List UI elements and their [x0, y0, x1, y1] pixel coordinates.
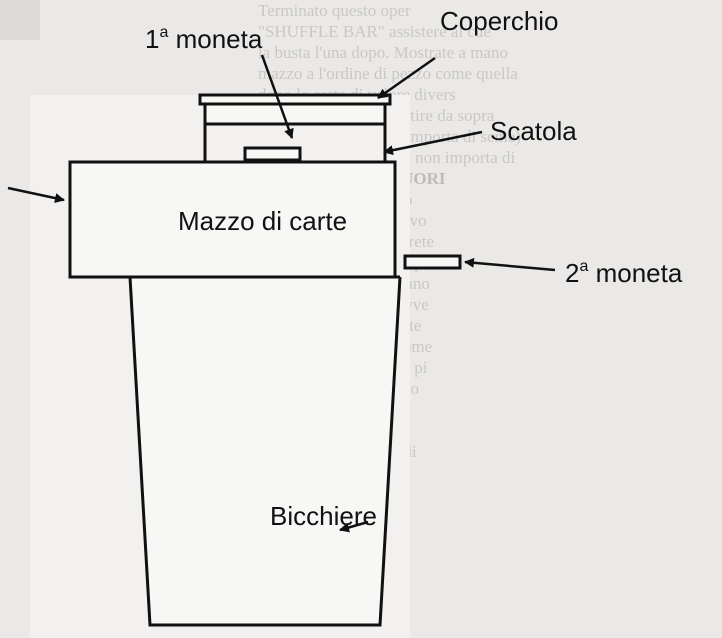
label-box: Scatola	[490, 116, 577, 146]
arrow-deck	[7, 186, 65, 204]
arrow-lid	[377, 56, 436, 100]
background-shade	[0, 0, 40, 40]
background-line: la busta l'una dopo. Mostrate a mano	[258, 43, 508, 62]
second-coin	[403, 254, 462, 270]
arrow-glass	[339, 520, 369, 533]
label-first-coin: 1a moneta	[145, 24, 263, 54]
background-line: "SHUFFLE BAR" assistere al cue	[258, 22, 491, 41]
box-walls	[203, 124, 387, 162]
background-line: Terminato questo oper	[258, 1, 411, 20]
first-coin	[243, 146, 302, 162]
lid	[203, 102, 387, 126]
label-second-coin: 2a moneta	[565, 258, 683, 288]
label-deck: Mazzo di carte	[178, 206, 347, 236]
arrow-second-coin	[464, 257, 556, 272]
arrow-first-coin	[260, 54, 294, 139]
label-glass: Bicchiere	[270, 501, 377, 531]
glass	[128, 276, 402, 627]
background-line: mazzo a l'ordine di pezzo come quella	[258, 64, 518, 83]
arrow-box	[383, 130, 483, 156]
label-lid: Coperchio	[440, 6, 559, 36]
